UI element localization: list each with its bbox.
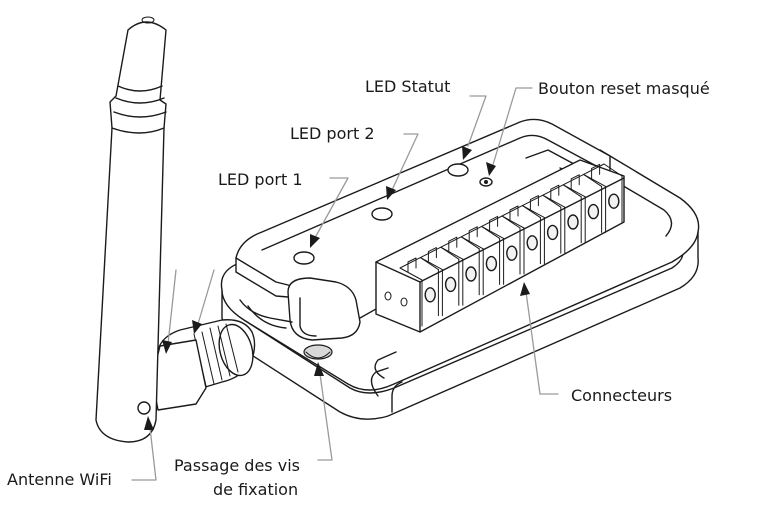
- label-led-port-1: LED port 1: [218, 170, 303, 189]
- label-connecteurs: Connecteurs: [571, 386, 673, 405]
- led-port-2-hole: [371, 207, 393, 221]
- terminal-slot: [399, 257, 439, 327]
- label-passage-vis-line1: Passage des vis: [174, 456, 300, 475]
- terminal-slot: [583, 163, 623, 233]
- antenna: [95, 16, 256, 443]
- led-holes: [293, 163, 493, 265]
- label-antenne-wifi: Antenne WiFi: [7, 470, 112, 489]
- terminal-slot: [419, 246, 460, 317]
- terminal-slots: [399, 163, 623, 327]
- leader-lines: [131, 87, 559, 481]
- led-statut-hole: [447, 163, 469, 177]
- terminal-slot: [460, 225, 501, 296]
- terminal-slot: [562, 173, 603, 244]
- terminal-slot: [501, 205, 541, 275]
- label-passage-vis-line2: de fixation: [213, 480, 299, 499]
- terminal-slot: [481, 215, 521, 285]
- terminal-slot: [440, 236, 480, 306]
- label-led-statut: LED Statut: [365, 77, 451, 96]
- label-led-port-2: LED port 2: [290, 124, 375, 143]
- terminal-slot: [521, 194, 562, 265]
- led-port-1-hole: [293, 251, 315, 265]
- label-bouton-reset: Bouton reset masqué: [538, 79, 710, 98]
- terminal-slot: [542, 184, 582, 254]
